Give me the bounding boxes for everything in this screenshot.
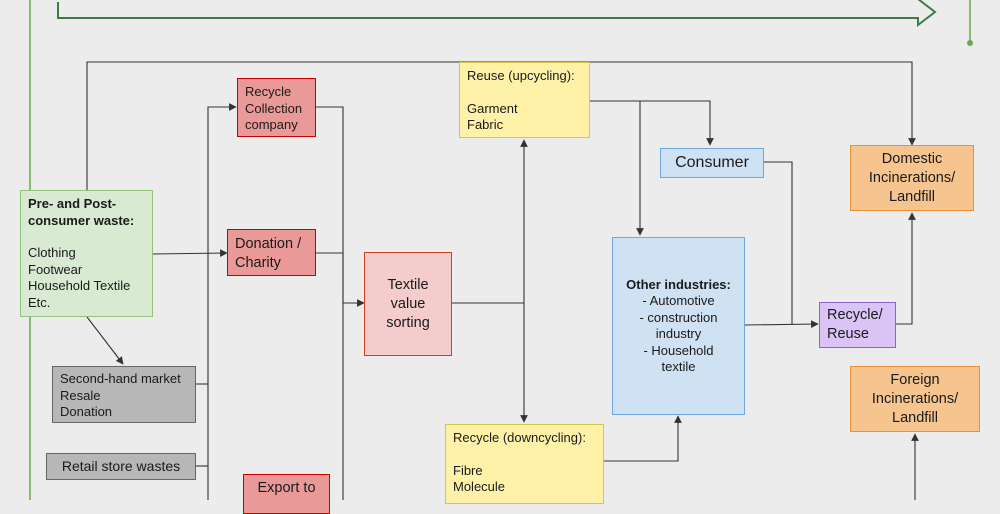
- recycle-reuse-box: Recycle/ Reuse: [819, 302, 896, 348]
- reuse-item-fabric: Fabric: [467, 117, 504, 132]
- arrow-waste-to-second-hand: [86, 316, 124, 365]
- second-hand-line-3: Donation: [60, 404, 113, 419]
- foreign-line-2: Incinerations/: [871, 390, 959, 407]
- waste-title-line-2: consumer waste:: [28, 212, 135, 228]
- second-hand-market-box: Second-hand market Resale Donation: [52, 366, 196, 423]
- arrow-collector-to-recycle-collection: [207, 103, 237, 500]
- recycle-downcycling-title: Recycle (downcycling):: [453, 430, 586, 445]
- timeline-arrow: [57, 0, 937, 28]
- foreign-incinerations-landfill-box: Foreign Incinerations/ Landfill: [850, 366, 980, 432]
- recycle-collection-line-3: company: [245, 117, 298, 132]
- other-industries-box: Other industries: - Automotive - constru…: [612, 237, 745, 415]
- waste-title-line-1: Pre- and Post-: [28, 196, 117, 211]
- recycle-collection-line-2: Collection: [245, 100, 303, 116]
- other-industries-item-industry: industry: [655, 326, 702, 341]
- other-industries-item-household: - Household: [643, 342, 714, 358]
- other-industries-item-automotive: - Automotive: [642, 293, 715, 308]
- other-industries-item-textile: textile: [661, 359, 696, 374]
- arrow-other-industries-to-recycle-reuse: [744, 320, 819, 328]
- donation-line-1: Donation /: [235, 236, 302, 252]
- recycle-item-fibre: Fibre: [453, 462, 483, 478]
- donation-charity-box: Donation / Charity: [227, 229, 316, 276]
- arrow-reuse-to-consumer: [590, 100, 714, 146]
- retail-store-wastes-box: Retail store wastes: [46, 453, 196, 480]
- domestic-line-2: Incinerations/: [868, 169, 956, 186]
- second-hand-line-2: Resale: [60, 387, 101, 403]
- consumer-label: Consumer: [675, 153, 749, 171]
- pre-post-consumer-waste-box: Pre- and Post- consumer waste: Clothing …: [20, 190, 153, 317]
- second-hand-line-1: Second-hand market: [60, 371, 181, 386]
- foreign-line-1: Foreign: [890, 371, 940, 388]
- domestic-line-3: Landfill: [889, 188, 935, 205]
- waste-item-etc: Etc.: [28, 294, 51, 310]
- reuse-title: Reuse (upcycling):: [467, 68, 575, 83]
- other-industries-item-construction: - construction: [639, 309, 718, 325]
- retail-label: Retail store wastes: [61, 458, 181, 475]
- foreign-line-3: Landfill: [892, 409, 938, 426]
- consumer-box: Consumer: [660, 148, 764, 178]
- right-marker-dot: [967, 40, 973, 46]
- export-to-box: Export to: [243, 474, 330, 514]
- donation-line-2: Charity: [235, 255, 281, 271]
- waste-item-clothing: Clothing: [28, 245, 76, 260]
- sorting-line-2: value: [390, 295, 426, 312]
- textile-value-sorting-box: Textile value sorting: [364, 252, 452, 356]
- reuse-item-garment: Garment: [467, 100, 518, 116]
- arrow-recycle-collection-down: [316, 106, 344, 500]
- arrow-waste-to-donation: [151, 249, 228, 257]
- recycle-reuse-line-2: Reuse: [827, 326, 869, 342]
- recycle-reuse-line-1: Recycle/: [827, 307, 883, 323]
- waste-item-household-textile: Household Textile: [28, 278, 131, 293]
- waste-item-footwear: Footwear: [28, 261, 83, 277]
- recycle-collection-line-1: Recycle: [245, 84, 292, 99]
- reuse-upcycling-box: Reuse (upcycling): Garment Fabric: [459, 62, 590, 138]
- recycle-downcycling-box: Recycle (downcycling): Fibre Molecule: [445, 424, 604, 504]
- domestic-line-1: Domestic: [881, 150, 943, 167]
- arrow-donation-to-sorting: [316, 252, 365, 307]
- arrow-recycle-to-other-industries: [604, 415, 682, 462]
- recycle-collection-company-box: Recycle Collection company: [237, 78, 316, 137]
- sorting-line-1: Textile: [387, 276, 429, 293]
- arrow-consumer-to-recycle-reuse: [764, 161, 793, 324]
- export-label: Export to: [257, 480, 316, 496]
- sorting-line-3: sorting: [386, 314, 430, 331]
- arrow-recycle-reuse-to-domestic-landfill: [896, 212, 916, 325]
- recycle-item-molecule: Molecule: [453, 479, 506, 494]
- domestic-incinerations-landfill-box: Domestic Incinerations/ Landfill: [850, 145, 974, 211]
- other-industries-title: Other industries:: [626, 276, 731, 292]
